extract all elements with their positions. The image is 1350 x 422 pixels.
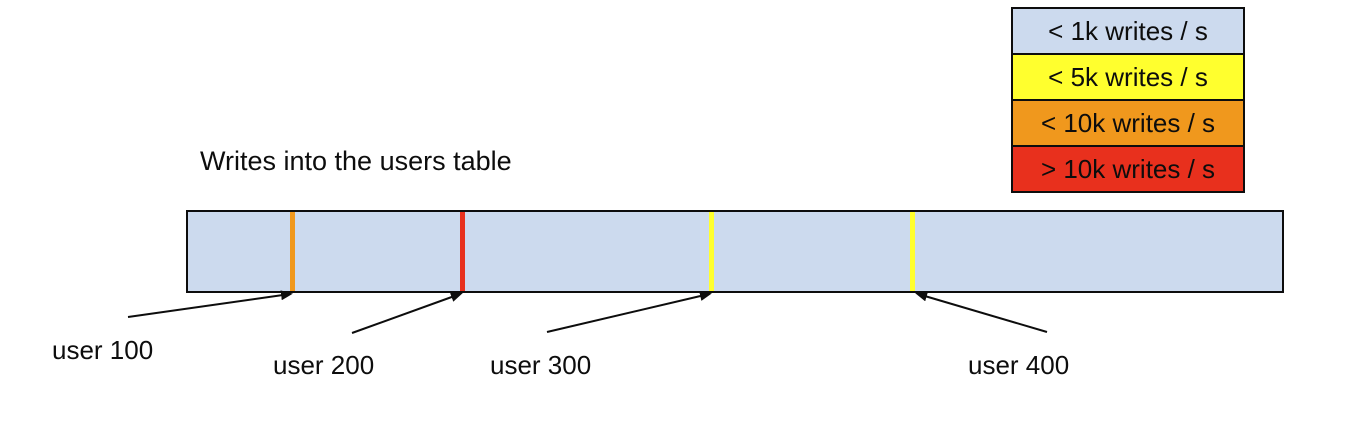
label-user-100: user 100 — [52, 335, 154, 365]
bar-marker-user-300 — [708, 212, 714, 291]
legend-item-lt-10k: < 10k writes / s — [1011, 99, 1245, 147]
bar-marker-user-400 — [909, 212, 915, 291]
users-table-bar — [186, 210, 1284, 293]
arrow-user-400 — [915, 291, 1048, 333]
diagram-title: Writes into the users table — [200, 146, 512, 176]
bar-marker-user-200 — [459, 212, 465, 291]
legend-item-lt-5k: < 5k writes / s — [1011, 53, 1245, 101]
label-user-300: user 300 — [490, 350, 592, 380]
bar-marker-user-100 — [289, 212, 295, 291]
arrow-user-300 — [546, 291, 712, 333]
arrow-user-200 — [351, 292, 463, 334]
legend: < 1k writes / s < 5k writes / s < 10k wr… — [1011, 7, 1245, 193]
legend-item-gt-10k: > 10k writes / s — [1011, 145, 1245, 193]
arrow-user-100 — [127, 290, 293, 318]
label-user-200: user 200 — [273, 350, 375, 380]
legend-item-lt-1k: < 1k writes / s — [1011, 7, 1245, 55]
label-user-400: user 400 — [968, 350, 1070, 380]
